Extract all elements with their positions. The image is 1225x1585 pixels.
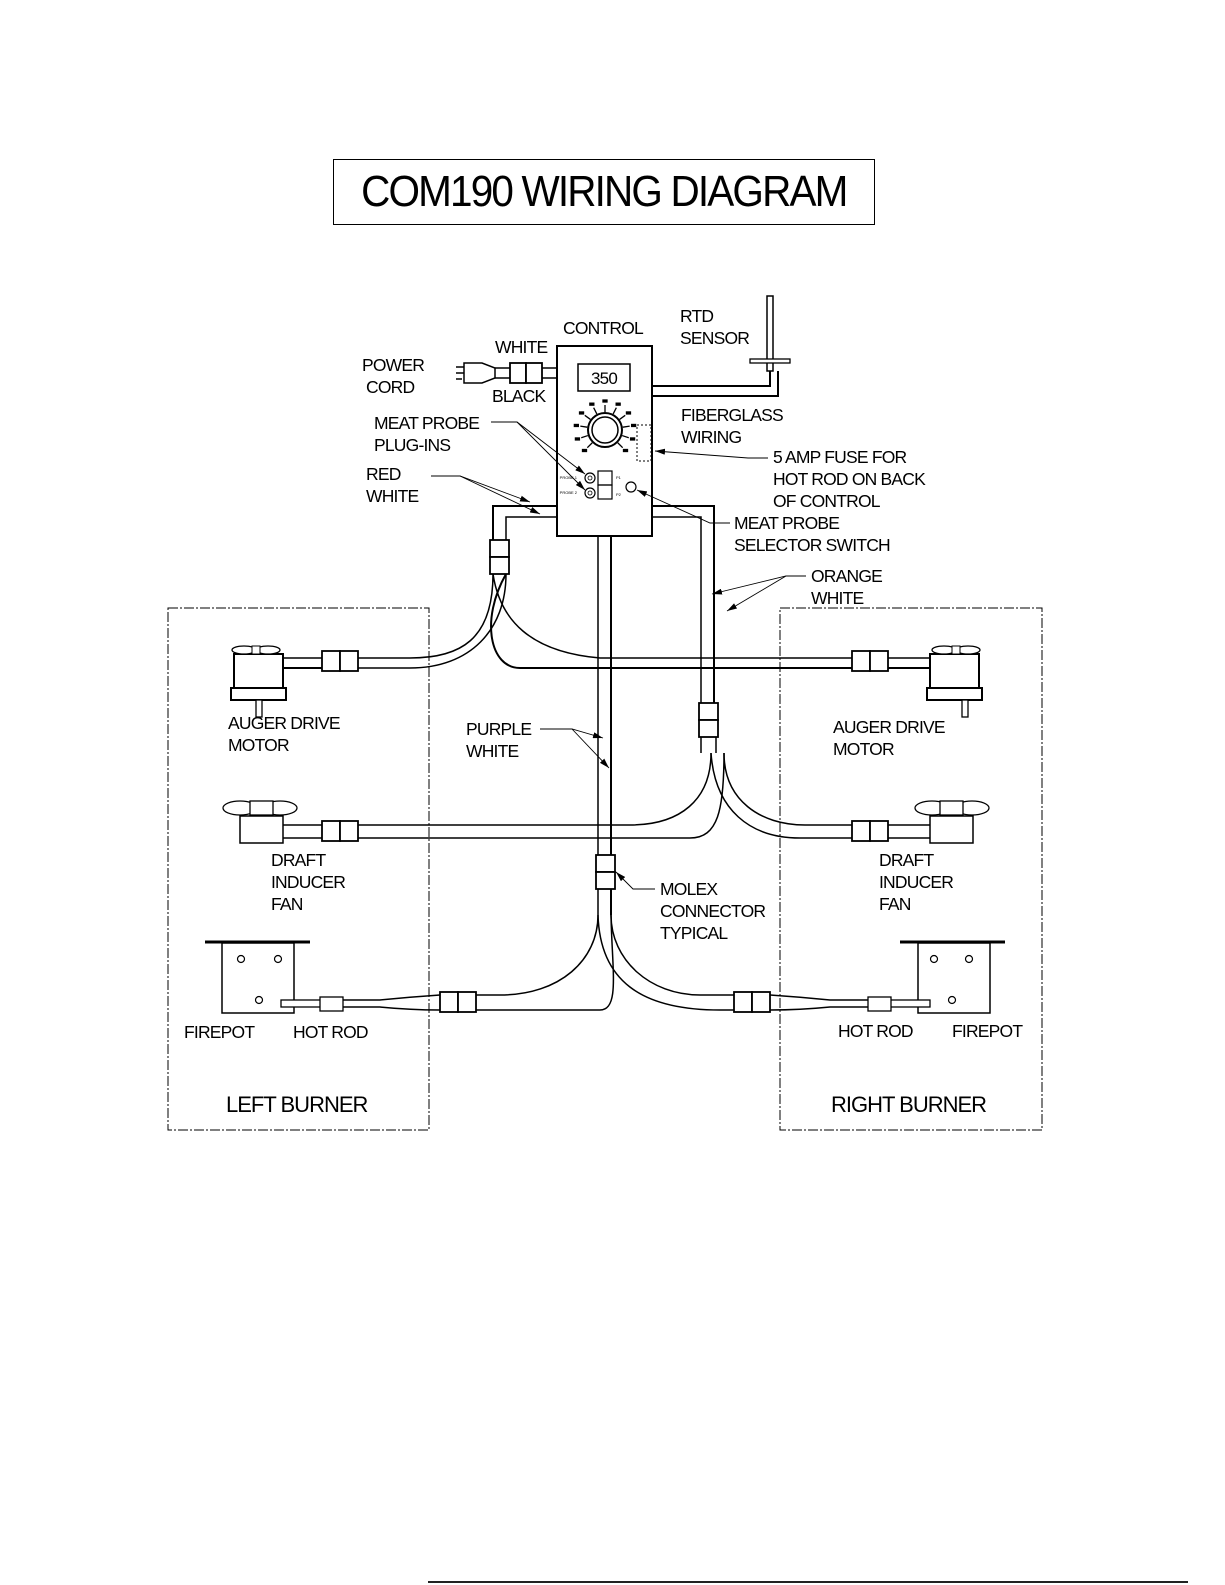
selector-switch-label-2: SELECTOR SWITCH: [734, 535, 890, 555]
fuse-outline: [636, 424, 652, 462]
dial-tick-label: [589, 402, 595, 406]
switch-p2-label: P2: [616, 492, 622, 497]
display-value: 350: [591, 369, 617, 388]
left-firepot-label: FIREPOT: [184, 1022, 255, 1042]
molex-label-3: TYPICAL: [660, 923, 728, 943]
dial-tick-label: [578, 411, 585, 415]
dial-tick: [581, 434, 589, 439]
meat-probe-plugins-label-1: MEAT PROBE: [374, 413, 479, 433]
rtd-label-1: RTD: [680, 306, 713, 326]
selector-knob[interactable]: [625, 481, 637, 493]
left-auger-label-2: MOTOR: [228, 735, 289, 755]
left-draft-label-1: DRAFT: [271, 850, 326, 870]
temperature-dial[interactable]: [573, 399, 637, 453]
dial-tick: [619, 414, 626, 420]
plug-icon: [463, 362, 496, 384]
orange-white-label-1: ORANGE: [811, 566, 882, 586]
dial-tick-label: [622, 448, 629, 453]
dial-tick-label: [625, 411, 632, 415]
control-label: CONTROL: [563, 318, 644, 338]
white-wire-label: WHITE: [495, 337, 548, 357]
red-white-label-1: RED: [366, 464, 401, 484]
molex-label-1: MOLEX: [660, 879, 718, 899]
right-hot-rod-label: HOT ROD: [838, 1021, 913, 1041]
selector-switch-bottom[interactable]: [597, 484, 613, 500]
meat-probe-plugins-label-2: PLUG-INS: [374, 435, 450, 455]
fuse-label-3: OF CONTROL: [773, 491, 881, 511]
rtd-label-2: SENSOR: [680, 328, 749, 348]
left-burner-box: [167, 607, 430, 1131]
right-draft-label-3: FAN: [879, 894, 911, 914]
right-hot-rod: [733, 991, 931, 1013]
fiberglass-label-2: WIRING: [681, 427, 742, 447]
dial-tick: [612, 407, 617, 415]
orange-white-label-2: WHITE: [811, 588, 864, 608]
dial-tick: [580, 425, 588, 428]
right-draft-label-2: INDUCER: [879, 872, 953, 892]
right-burner-title: RIGHT BURNER: [831, 1092, 986, 1117]
molex-connector-red-white-bottom: [489, 556, 510, 575]
molex-label-2: CONNECTOR: [660, 901, 765, 921]
temperature-display: [577, 363, 631, 392]
fuse-label-2: HOT ROD ON BACK: [773, 469, 926, 489]
selector-switch-label-1: MEAT PROBE: [734, 513, 839, 533]
diagram-title-box: COM190 WIRING DIAGRAM: [333, 159, 875, 225]
dial-tick-label: [630, 423, 637, 428]
dial-tick-label: [574, 437, 581, 441]
molex-connector-purple-white-top: [595, 854, 616, 873]
probe-2-jack[interactable]: [584, 487, 596, 499]
probe-2-label: PROBE 2: [560, 490, 578, 495]
dial-tick: [593, 407, 598, 415]
left-auger-label-1: AUGER DRIVE: [228, 713, 340, 733]
dial-tick-label: [629, 437, 636, 441]
rtd-sensor: [652, 295, 791, 397]
dial-tick-label: [602, 399, 608, 403]
power-cord: [456, 362, 557, 384]
left-hot-rod-label: HOT ROD: [293, 1022, 368, 1042]
diagram-title: COM190 WIRING DIAGRAM: [361, 167, 848, 216]
switch-p1-label: P1: [616, 475, 622, 480]
left-burner-title: LEFT BURNER: [226, 1092, 368, 1117]
fuse-label-1: 5 AMP FUSE FOR: [773, 447, 907, 467]
left-draft-inducer-fan: [222, 800, 359, 844]
dial-tick: [584, 414, 591, 420]
power-cord-label-2: CORD: [366, 377, 414, 397]
dial-tick-label: [581, 448, 588, 453]
left-hot-rod: [280, 991, 477, 1013]
purple-white-label-1: PURPLE: [466, 719, 531, 739]
dial-tick: [621, 434, 629, 439]
dial-tick: [622, 425, 630, 428]
probe-1-label: PROBE 1: [560, 475, 578, 480]
probe-1-jack[interactable]: [584, 472, 596, 484]
molex-connector-purple-white-bottom: [595, 871, 616, 890]
right-auger-label-2: MOTOR: [833, 739, 894, 759]
left-auger-drive-motor: [230, 645, 359, 718]
control-unit: 350 PROBE 1 PROBE 2 P1 P2: [556, 345, 653, 537]
dial-tick: [617, 442, 624, 449]
molex-connector-red-white-top: [489, 539, 510, 558]
right-firepot-label: FIREPOT: [952, 1021, 1023, 1041]
purple-white-label-2: WHITE: [466, 741, 519, 761]
right-auger-drive-motor: [851, 645, 983, 718]
right-burner-box: [779, 607, 1043, 1131]
red-white-label-2: WHITE: [366, 486, 419, 506]
dial-tick: [586, 442, 593, 449]
fiberglass-label-1: FIBERGLASS: [681, 405, 783, 425]
page-footer-rule: [428, 1581, 1188, 1583]
right-draft-label-1: DRAFT: [879, 850, 934, 870]
left-draft-label-2: INDUCER: [271, 872, 345, 892]
left-draft-label-3: FAN: [271, 894, 303, 914]
molex-connector-orange-white-top: [698, 702, 719, 721]
right-draft-inducer-fan: [851, 800, 990, 844]
power-cord-label-1: POWER: [362, 355, 424, 375]
molex-connector-orange-white-bottom: [698, 719, 719, 738]
right-auger-label-1: AUGER DRIVE: [833, 717, 945, 737]
dial-tick-label: [573, 423, 580, 428]
black-wire-label: BLACK: [492, 386, 547, 406]
dial-tick-label: [615, 402, 621, 406]
